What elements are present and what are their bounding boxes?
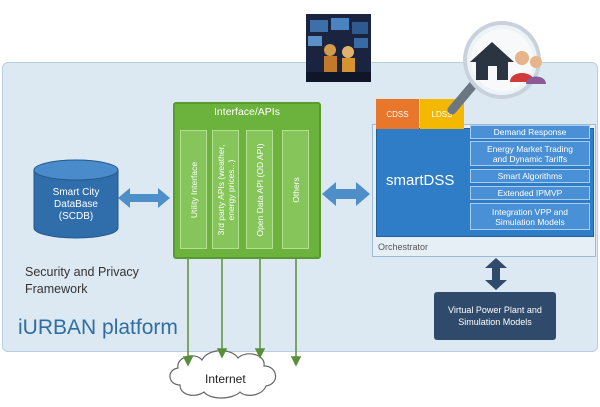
utility-interface-column: Utility Interface <box>180 130 207 249</box>
feature-1-line-1: Demand Response <box>493 127 567 137</box>
feature-extended-ipmvp: Extended IPMVP <box>470 186 590 200</box>
security-line-1: Security and Privacy <box>25 265 139 279</box>
interface-apis-title: Interface/APIs <box>214 106 280 118</box>
database-line-2: DataBase <box>54 199 98 210</box>
database-label: Smart City DataBase (SCDB) <box>47 187 105 223</box>
database-line-3: (SCDB) <box>58 211 94 222</box>
column-2-line-1: 3rd party APIs (weather, <box>215 144 226 235</box>
cdss-tab: CDSS <box>376 99 419 129</box>
feature-energy-market-trading: Energy Market Trading and Dynamic Tariff… <box>470 141 590 166</box>
column-3-line-1: Open Data API (OD API) <box>254 142 265 237</box>
column-1-line-1: Utility Interface <box>188 161 199 218</box>
vpp-line-1: Virtual Power Plant and <box>448 305 542 315</box>
column-2-line-2: energy prices...) <box>225 159 236 220</box>
column-4-line-1: Others <box>290 176 301 203</box>
internet-cloud <box>169 350 277 399</box>
security-line-2: Framework <box>25 282 88 296</box>
vpp-line-2: Simulation Models <box>458 317 532 327</box>
home-users-icon <box>447 21 546 115</box>
database-cylinder <box>33 159 119 239</box>
db-interface-arrow <box>118 188 170 208</box>
feature-demand-response: Demand Response <box>470 125 590 139</box>
security-privacy-label: Security and Privacy Framework <box>25 264 139 298</box>
virtual-power-plant-box: Virtual Power Plant and Simulation Model… <box>434 292 556 340</box>
internet-lines <box>182 245 302 367</box>
feature-2-line-2: and Dynamic Tariffs <box>492 153 568 164</box>
feature-integration-vpp: Integration VPP and Simulation Models <box>470 203 590 230</box>
database-line-1: Smart City <box>52 187 100 198</box>
smartdss-title: smartDSS <box>386 172 455 189</box>
open-data-api-column: Open Data API (OD API) <box>246 130 273 249</box>
platform-title: iURBAN platform <box>18 316 178 339</box>
feature-5-line-1: Integration VPP and <box>492 206 568 217</box>
third-party-apis-column: 3rd party APIs (weather, energy prices..… <box>212 130 239 249</box>
internet-label: Internet <box>205 372 246 386</box>
orchestrator-vpp-arrow <box>485 258 507 290</box>
feature-2-line-1: Energy Market Trading <box>487 143 573 154</box>
feature-smart-algorithms: Smart Algorithms <box>470 169 590 183</box>
others-column: Others <box>282 130 309 249</box>
interface-orchestrator-arrow <box>322 182 370 206</box>
feature-3-line-1: Smart Algorithms <box>497 171 563 181</box>
feature-4-line-1: Extended IPMVP <box>497 188 563 198</box>
control-room-photo <box>306 14 371 82</box>
orchestrator-label: Orchestrator <box>378 242 429 252</box>
feature-5-line-2: Simulation Models <box>495 216 565 227</box>
